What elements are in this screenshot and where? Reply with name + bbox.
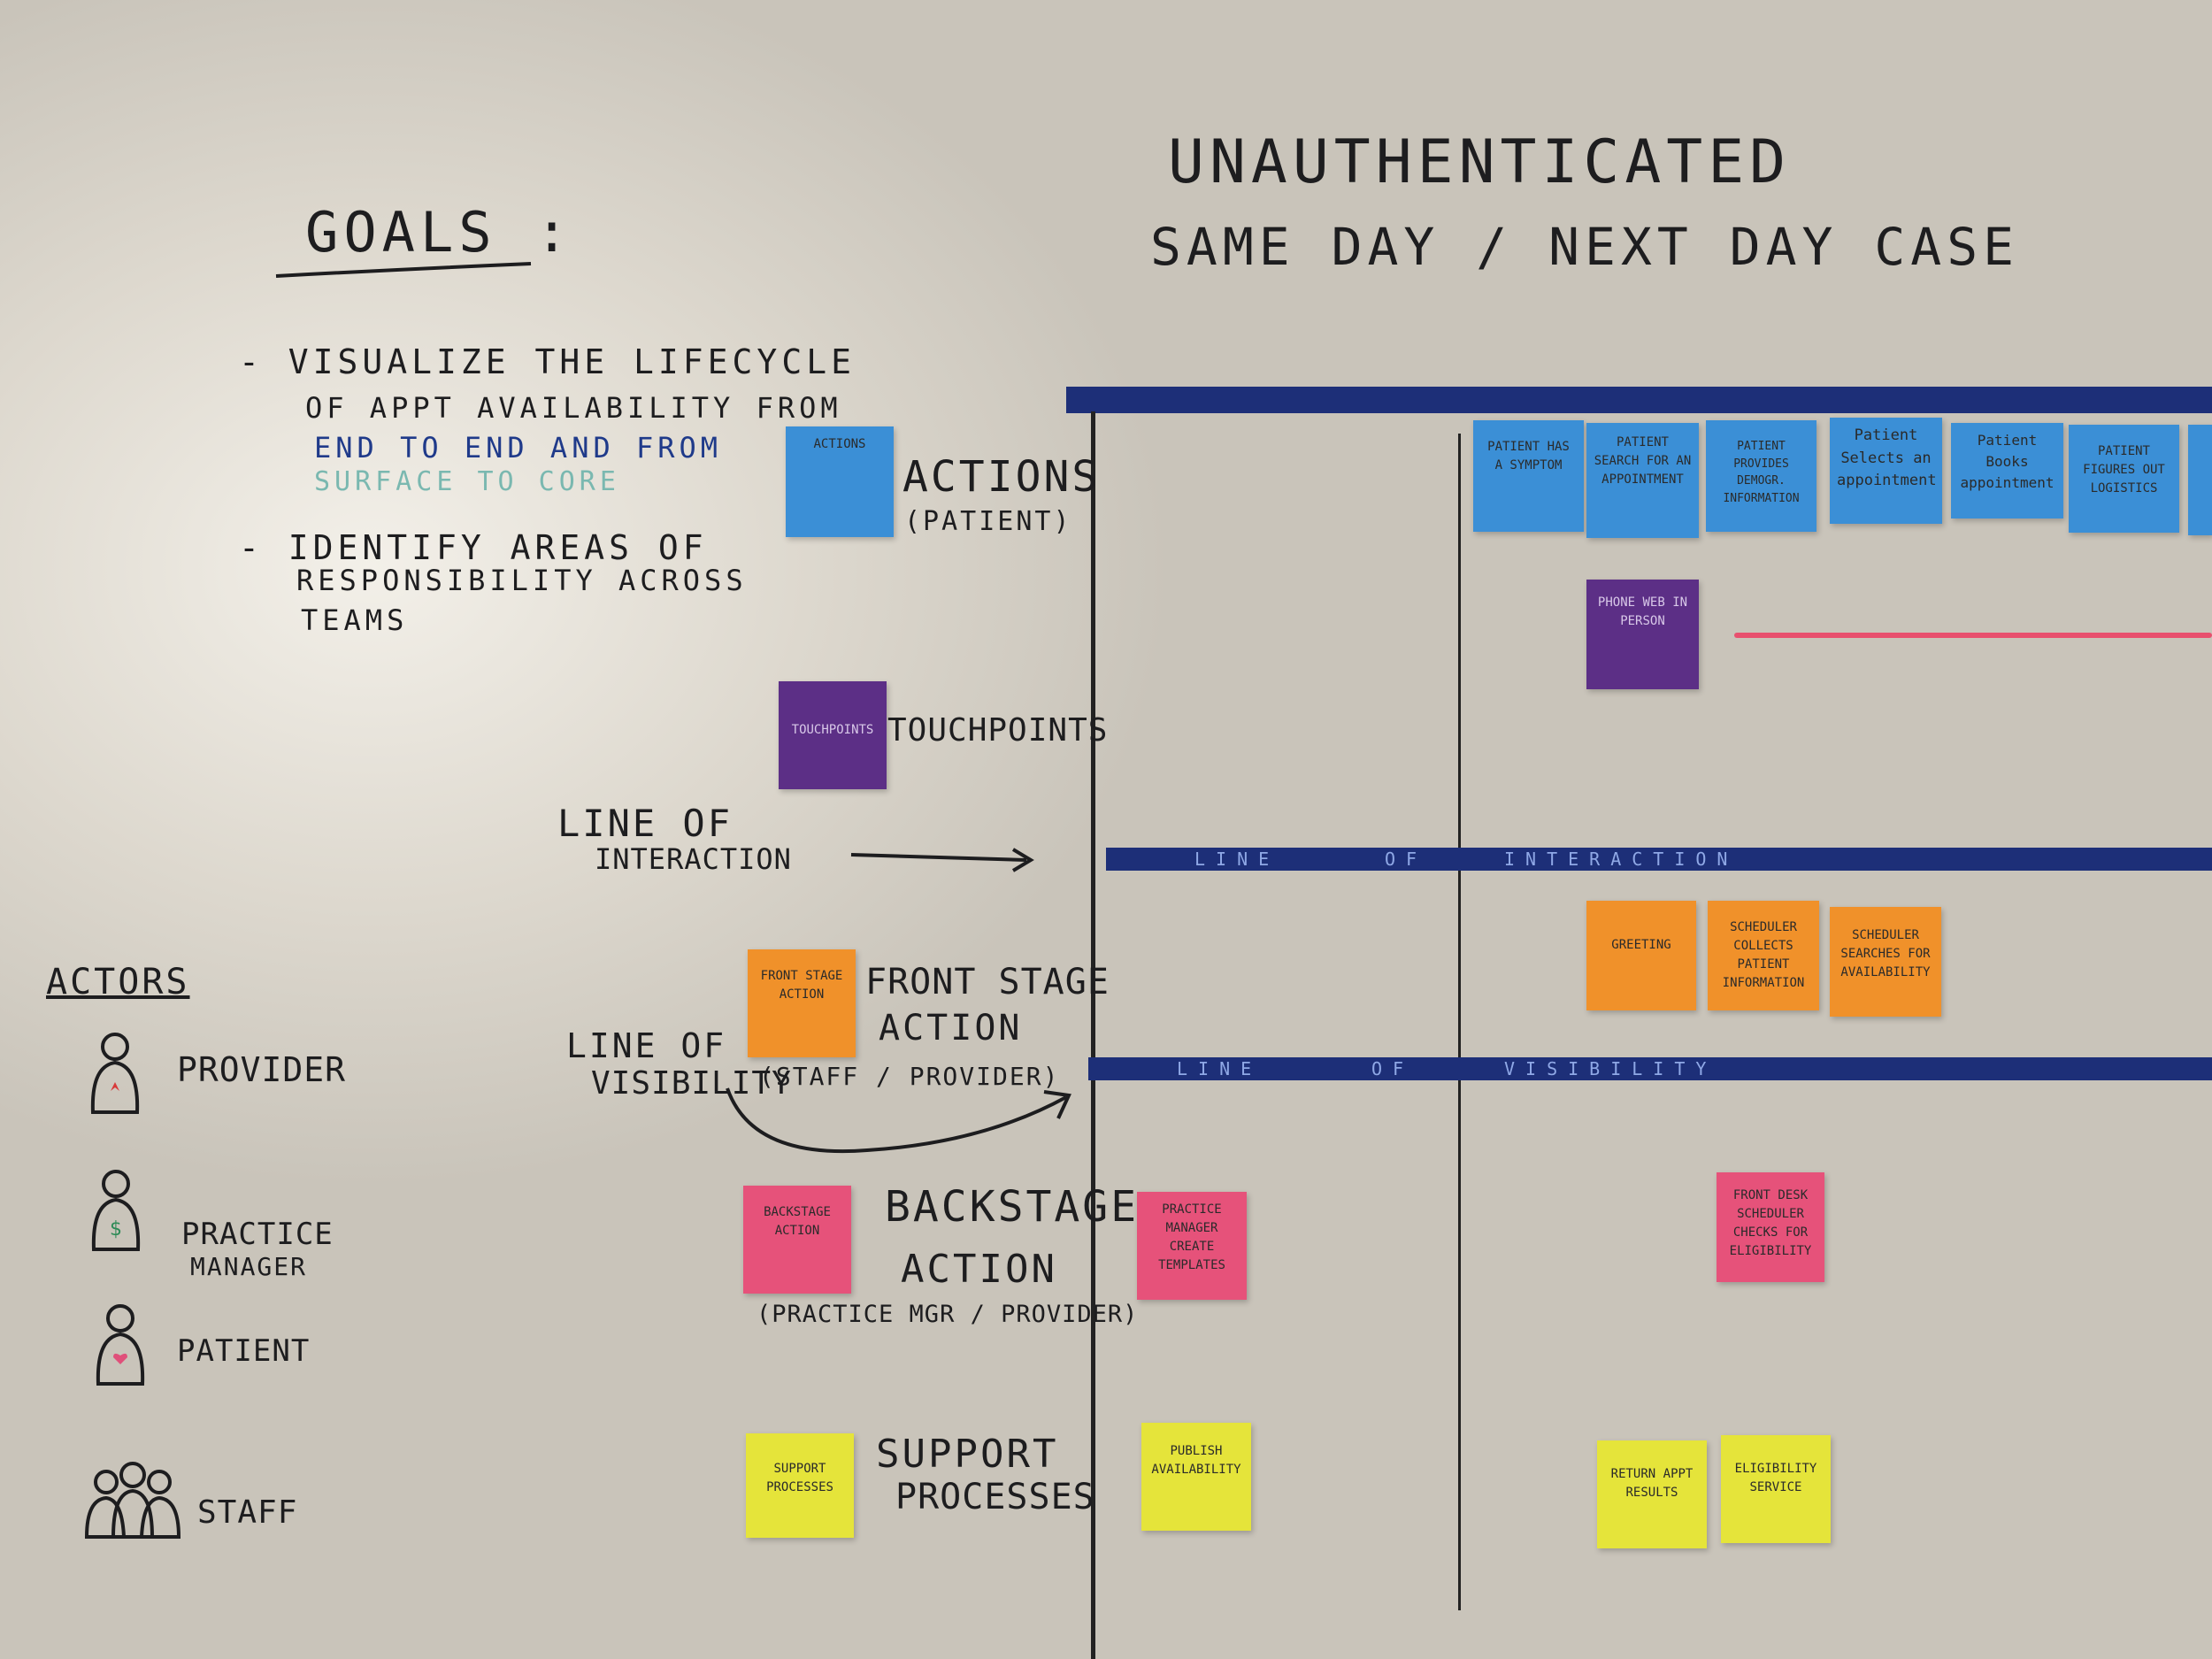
staff-icon: [84, 1462, 181, 1539]
legend-sticky-touchpoints: TOUCHPOINTS: [779, 681, 887, 789]
tape-interaction-word-1: LINE: [1194, 849, 1280, 870]
sticky-phone-web-in-person: PHONE WEB IN PERSON: [1586, 580, 1699, 689]
actor-staff-label: STAFF: [197, 1494, 298, 1531]
lane-label-support-2: PROCESSES: [895, 1477, 1095, 1517]
lane-label-backstage-2: ACTION: [901, 1247, 1057, 1292]
lane-label-backstage-1: BACKSTAGE: [885, 1182, 1140, 1232]
sticky-patient-selects-appointment: Patient Selects an appointment: [1830, 418, 1942, 524]
board-subtitle: SAME DAY / NEXT DAY CASE: [1150, 217, 2020, 277]
provider-icon: [90, 1033, 140, 1114]
tape-interaction-word-2: OF: [1385, 849, 1428, 870]
legend-sticky-actions: ACTIONS: [786, 426, 894, 537]
goal-2-line-3: TEAMS: [301, 603, 409, 637]
goal-1-line-2: OF APPT AVAILABILITY FROM: [305, 391, 842, 425]
legend-sticky-frontstage: FRONT STAGE ACTION: [748, 949, 856, 1057]
lane-sub-frontstage: (STAFF / PROVIDER): [759, 1062, 1060, 1091]
practice-manager-icon: $: [91, 1170, 141, 1251]
sticky-patient-figures-logistics: PATIENT FIGURES OUT LOGISTICS: [2069, 425, 2179, 533]
line-of-interaction-tape: LINE OF INTERACTION: [1106, 848, 2212, 871]
line-of-interaction-label-2: INTERACTION: [595, 842, 792, 876]
lane-label-frontstage-2: ACTION: [879, 1008, 1023, 1048]
goals-underline: [275, 262, 532, 278]
tape-visibility-word-1: LINE: [1177, 1058, 1263, 1079]
lane-sub-backstage: (PRACTICE MGR / PROVIDER): [757, 1301, 1139, 1328]
sticky-patient-books-appointment: Patient Books appointment: [1951, 423, 2063, 518]
sticky-practice-manager-create-templates: PRACTICE MANAGER CREATE TEMPLATES: [1137, 1192, 1247, 1300]
actor-provider-label: PROVIDER: [177, 1050, 347, 1089]
lane-label-touchpoints: TOUCHPOINTS: [887, 712, 1109, 749]
lane-label-frontstage-1: FRONT STAGE: [865, 962, 1110, 1002]
goal-1-line-1: - VISUALIZE THE LIFECYCLE: [239, 342, 856, 381]
line-of-interaction-label-1: LINE OF: [557, 802, 733, 845]
sticky-patient-provides-information: PATIENT PROVIDES DEMOGR. INFORMATION: [1706, 420, 1816, 532]
sticky-eligibility-service: ELIGIBILITY SERVICE: [1721, 1435, 1831, 1543]
line-of-visibility-tape: LINE OF VISIBILITY: [1088, 1057, 2212, 1080]
main-vertical-line: [1091, 411, 1095, 1659]
sticky-patient-search-appointment: PATIENT SEARCH FOR AN APPOINTMENT: [1586, 423, 1699, 538]
curved-arrow-icon: [726, 1087, 1071, 1154]
line-of-visibility-label-1: LINE OF: [566, 1026, 727, 1065]
actors-heading: ACTORS: [46, 962, 190, 1002]
red-marker-line: [1734, 633, 2212, 638]
legend-sticky-backstage: BACKSTAGE ACTION: [743, 1186, 851, 1294]
sticky-front-desk-checks-eligibility: FRONT DESK SCHEDULER CHECKS FOR ELIGIBIL…: [1717, 1172, 1824, 1282]
lane-label-actions: ACTIONS: [902, 452, 1101, 502]
sticky-scheduler-searches-availability: SCHEDULER SEARCHES FOR AVAILABILITY: [1830, 907, 1941, 1017]
goal-2-line-1: - IDENTIFY AREAS OF: [239, 528, 708, 567]
tape-visibility-word-2: OF: [1371, 1058, 1415, 1079]
actor-practice-manager-label-2: MANAGER: [190, 1252, 308, 1281]
tape-visibility-word-3: VISIBILITY: [1504, 1058, 1717, 1079]
top-tape: [1066, 387, 2212, 413]
actor-practice-manager-label-1: PRACTICE: [181, 1217, 334, 1252]
arrow-right-icon: [850, 848, 1034, 872]
goal-1-line-3: END TO END AND FROM: [314, 431, 723, 465]
actor-patient-label: PATIENT: [177, 1333, 311, 1369]
tape-interaction-word-3: INTERACTION: [1504, 849, 1739, 870]
sticky-partial-edge: [2188, 425, 2212, 535]
line-of-visibility-label-2: VISIBILITY: [591, 1065, 792, 1102]
goal-1-line-4: SURFACE TO CORE: [314, 466, 620, 497]
svg-text:$: $: [110, 1218, 122, 1240]
sticky-publish-availability: PUBLISH AVAILABILITY: [1141, 1423, 1251, 1531]
sticky-return-appt-results: RETURN APPT RESULTS: [1597, 1440, 1707, 1548]
sticky-scheduler-collects-info: SCHEDULER COLLECTS PATIENT INFORMATION: [1708, 901, 1819, 1010]
legend-sticky-support: SUPPORT PROCESSES: [746, 1433, 854, 1538]
sticky-patient-has-symptom: PATIENT HAS A SYMPTOM: [1473, 420, 1584, 532]
sticky-greeting: GREETING: [1586, 901, 1696, 1010]
goals-heading: GOALS :: [305, 200, 574, 265]
lane-sub-actions: (PATIENT): [904, 506, 1072, 537]
second-vertical-line: [1458, 434, 1461, 1610]
goal-2-line-2: RESPONSIBILITY ACROSS: [296, 564, 748, 597]
patient-icon: [96, 1304, 145, 1386]
lane-label-support-1: SUPPORT: [876, 1432, 1059, 1477]
board-title: UNAUTHENTICATED: [1168, 127, 1792, 197]
